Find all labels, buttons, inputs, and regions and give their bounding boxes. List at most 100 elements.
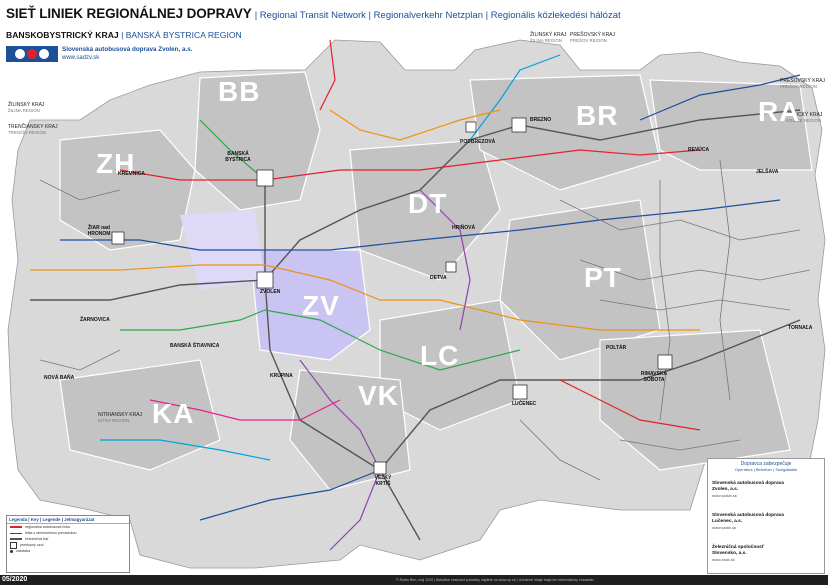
bus-line <box>149 399 341 421</box>
local-line <box>599 299 791 311</box>
map-legend: Legenda | Key | Legende | Jelmagyarázat … <box>6 515 130 573</box>
town-label: ZVOLEN <box>260 289 281 295</box>
zone-label: VK <box>358 380 399 411</box>
zone-fills <box>59 71 813 491</box>
local-line <box>559 199 801 241</box>
town-label: NOVÁ BAŇA <box>44 375 75 381</box>
bus-line <box>119 149 701 181</box>
zone-br-fill <box>469 74 661 191</box>
bus-line <box>319 39 336 111</box>
neighbour-name: ŽILINSKÝ KRAJ <box>8 102 45 108</box>
legend-item-label: regionálna autobusová linka <box>25 525 70 529</box>
neighbour-name: NITRIANSKY KRAJ <box>98 412 143 418</box>
town-label: BANSKÁ ŠTIAVNICA <box>170 343 220 349</box>
hub-ziar <box>111 231 125 245</box>
town-label: BANSKÁ BYSTRICA <box>225 151 251 163</box>
town-label: REVÚCA <box>688 147 710 153</box>
town-label: ŽARNOVICA <box>80 317 110 323</box>
legend-item-label: prestupný uzol <box>20 543 44 547</box>
hub-lucenec <box>512 384 528 400</box>
legend-item: zastávka <box>10 548 129 554</box>
bus-line <box>419 189 471 331</box>
operators-box: Dopravca zabezpečuje Operators | Betreib… <box>707 458 825 574</box>
map-header: SIEŤ LINIEK REGIONÁLNEJ DOPRAVY | Region… <box>6 6 621 26</box>
legend-item-label: zastávka <box>16 549 31 553</box>
town-label: HRIŇOVÁ <box>452 225 476 231</box>
zone-label: RA <box>758 96 801 127</box>
bus-line <box>639 74 801 121</box>
neighbour-sub: TRENČÍN REGION <box>8 130 47 135</box>
bus-line <box>329 109 501 141</box>
region-name-en: | BANSKÁ BYSTRICA REGION <box>121 30 242 40</box>
town-label: KRUPINA <box>270 373 293 379</box>
hub-vk <box>373 461 387 475</box>
hub-brezno <box>511 117 527 133</box>
legend-item: regionálna autobusová linka <box>10 524 129 530</box>
zone-zh-fill <box>59 129 196 251</box>
map-subtitle: | Regional Transit Network | Regionalver… <box>254 10 621 21</box>
zone-label: BB <box>218 76 261 107</box>
footer-bar: 05/2020 © Robin Bím, máj 2020 | Aktuálne… <box>0 575 828 585</box>
neighbour-name: PREŠOVSKÝ KRAJ <box>570 32 616 38</box>
map-title: SIEŤ LINIEK REGIONÁLNEJ DOPRAVY <box>6 6 252 21</box>
operator-item-url[interactable]: www.sadzv.sk <box>712 493 737 498</box>
bus-line <box>199 119 266 181</box>
town-label: KREMNICA <box>118 171 145 177</box>
neighbour-name: PREŠOVSKÝ KRAJ <box>780 78 826 84</box>
bus-line <box>100 439 271 461</box>
operator-item-url[interactable]: www.zssk.sk <box>712 557 735 562</box>
neighbour-region-label: ŽILINSKÝ KRAJ ŽILINA REGION <box>8 102 44 114</box>
operator-name: Slovenská autobusová doprava Zvolen, a.s… <box>62 46 193 53</box>
neighbour-sub: KOŠICE REGION <box>786 118 822 123</box>
local-line <box>519 419 601 481</box>
zone-label: DT <box>408 188 448 219</box>
neighbour-sub: ŽILINA REGION <box>8 108 40 113</box>
town-label: JELŠAVA <box>756 169 779 175</box>
legend-item: železničná trať <box>10 536 129 542</box>
legend-title: Legenda | Key | Legende | Jelmagyarázat <box>7 516 129 524</box>
town-label: ŽIAR nad HRONOM <box>87 225 111 237</box>
neighbour-sub: PREŠOV REGION <box>780 84 817 89</box>
neighbour-region-label: PREŠOVSKÝ KRAJ PREŠOV REGION <box>570 32 615 44</box>
hub-banska-bystrica <box>256 169 274 187</box>
operators-subtitle: Operators | Betreiber | Szolgáltatók <box>734 467 798 472</box>
neighbour-region-label: KOŠICKÝ KRAJ KOŠICE REGION <box>786 112 822 124</box>
region-label: BANSKOBYSTRICKÝ KRAJ | BANSKÁ BYSTRICA R… <box>6 30 242 40</box>
legend-item-label: linka s obmedzenou prevádzkou <box>25 531 77 535</box>
local-lines <box>39 159 811 481</box>
bus-line <box>199 469 381 521</box>
operator-item: Slovenská autobusová doprava Zvolen, a.s… <box>712 481 784 499</box>
bus-line <box>30 264 700 331</box>
operator-block: Slovenská autobusová doprava Zvolen, a.s… <box>6 46 193 62</box>
legend-item: prestupný uzol <box>10 541 129 549</box>
zone-label: BR <box>576 100 619 131</box>
operator-item-name: Slovenská autobusová doprava Zvolen, a.s… <box>712 481 784 492</box>
local-line <box>719 159 731 401</box>
neighbour-region-label: ŽILINSKÝ KRAJ ŽILINA REGION <box>530 32 566 44</box>
operator-url[interactable]: www.sadzv.sk <box>62 55 100 61</box>
bus-line <box>120 309 521 371</box>
local-line <box>39 179 121 201</box>
operator-item-name: Slovenská autobusová doprava Lučenec, a.… <box>712 513 784 524</box>
hub-nodes <box>111 117 673 475</box>
zone-ra-fill <box>649 79 813 171</box>
operator-item: Železničná spoločnosť Slovensko, a.s. ww… <box>712 545 784 563</box>
operators-title: Dopravca zabezpečuje <box>740 461 792 467</box>
hub-zvolen <box>256 271 274 289</box>
town-label: DETVA <box>430 275 447 281</box>
region-name: BANSKOBYSTRICKÝ KRAJ <box>6 30 119 40</box>
zone-zv-fill <box>249 249 371 361</box>
bus-line <box>469 54 561 141</box>
neighbour-name: TRENČIANSKY KRAJ <box>8 124 58 130</box>
town-label: POLTÁR <box>606 345 627 351</box>
hub-rs <box>657 354 673 370</box>
neighbour-region-label: TRENČIANSKY KRAJ TRENČÍN REGION <box>8 124 58 136</box>
town-label: TORNAĽA <box>788 325 813 331</box>
town-label: LUČENEC <box>512 401 537 407</box>
operator-item: Slovenská autobusová doprava Lučenec, a.… <box>712 513 784 531</box>
bus-lines <box>30 39 801 551</box>
operator-logo-icon <box>6 46 58 62</box>
operator-item-url[interactable]: www.sadlc.sk <box>712 525 737 530</box>
zone-ka-fill <box>59 359 221 471</box>
legend-item: linka s obmedzenou prevádzkou <box>10 530 129 536</box>
